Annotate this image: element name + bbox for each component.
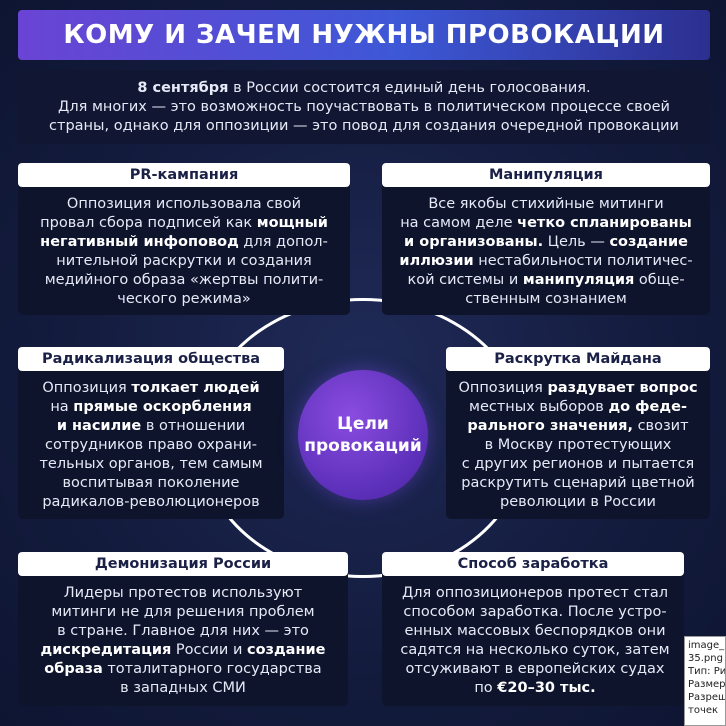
file-info-tooltip: image_ 35.png Тип: Ри Размер Разреш точе… <box>684 636 726 726</box>
card-demonization: Демонизация России Лидеры протестов испо… <box>18 552 348 706</box>
page-title: КОМУ И ЗАЧЕМ НУЖНЫ ПРОВОКАЦИИ <box>63 20 665 50</box>
card-title: Манипуляция <box>382 163 710 187</box>
card-text: Все якобы стихийные митинги на самом дел… <box>399 196 693 307</box>
title-banner: КОМУ И ЗАЧЕМ НУЖНЫ ПРОВОКАЦИИ <box>18 10 710 60</box>
card-maidan: Раскрутка Майдана Оппозиция раздувает во… <box>446 347 710 519</box>
card-text: Оппозиция толкает людей на прямые оскорб… <box>39 380 263 510</box>
card-title: Демонизация России <box>18 552 348 576</box>
card-text: Для оппозиционеров протест стал способом… <box>400 585 670 696</box>
card-radicalization: Радикализация общества Оппозиция толкает… <box>18 347 284 519</box>
center-label-line1: Цели <box>337 414 389 434</box>
center-circle: Цели провокаций <box>298 370 428 500</box>
card-money: Способ заработка Для оппозиционеров прот… <box>382 552 684 706</box>
card-title: Способ заработка <box>382 552 684 576</box>
center-label-line2: провокаций <box>304 436 422 456</box>
card-pr-campaign: PR-кампания Оппозиция использовала свой … <box>18 163 350 315</box>
card-text: Лидеры протестов используют митинги не д… <box>40 585 326 696</box>
intro-box: 8 сентября в России состоится единый ден… <box>18 70 710 144</box>
intro-text: 8 сентября в России состоится единый ден… <box>49 79 679 134</box>
card-title: Радикализация общества <box>18 347 284 371</box>
card-text: Оппозиция раздувает вопрос местных выбор… <box>458 380 698 510</box>
card-manipulation: Манипуляция Все якобы стихийные митинги … <box>382 163 710 315</box>
card-title: PR-кампания <box>18 163 350 187</box>
card-title: Раскрутка Майдана <box>446 347 710 371</box>
intro-date: 8 сентября <box>137 79 229 96</box>
card-text: Оппозиция использовала свой провал сбора… <box>40 196 328 307</box>
